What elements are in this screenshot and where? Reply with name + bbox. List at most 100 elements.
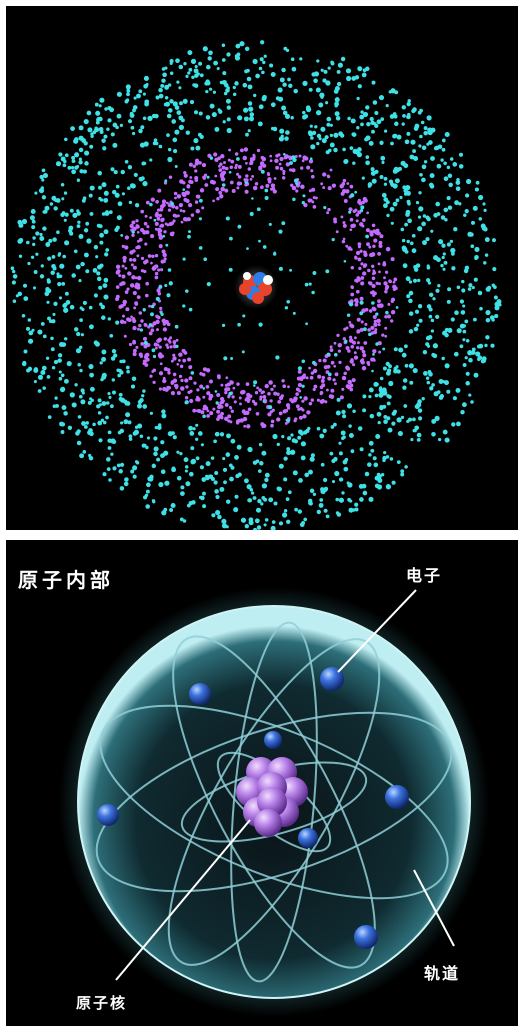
cloud-dot — [79, 368, 83, 373]
cloud-dot — [106, 457, 111, 462]
cloud-dot — [109, 107, 115, 113]
cloud-dot — [244, 181, 248, 185]
cloud-dot — [305, 105, 311, 111]
cloud-dot — [487, 285, 492, 290]
cloud-dot — [252, 153, 256, 157]
cloud-dot — [156, 343, 160, 347]
cloud-dot — [403, 191, 408, 196]
cloud-dot — [149, 411, 154, 415]
cloud-dot — [32, 286, 37, 290]
cloud-dot — [44, 205, 50, 211]
cloud-dot — [168, 222, 173, 226]
cloud-dot — [368, 394, 372, 399]
cloud-dot — [412, 428, 416, 433]
cloud-dot — [163, 366, 168, 372]
cloud-dot — [284, 154, 289, 159]
cloud-dot — [309, 198, 313, 202]
cloud-dot — [284, 306, 289, 310]
cloud-dot — [162, 199, 166, 203]
cloud-dot — [301, 159, 305, 163]
cloud-dot — [303, 396, 308, 401]
cloud-dot — [419, 172, 423, 177]
cloud-dot — [170, 391, 175, 396]
cloud-dot — [365, 228, 370, 233]
cloud-dot — [212, 90, 217, 94]
cloud-dot — [258, 322, 263, 327]
cloud-dot — [238, 396, 242, 400]
cloud-dot — [199, 134, 204, 140]
cloud-dot — [359, 114, 365, 120]
cloud-dot — [334, 97, 340, 103]
cloud-dot — [224, 166, 229, 171]
cloud-dot — [225, 376, 229, 380]
cloud-dot — [455, 180, 461, 185]
cloud-dot — [429, 173, 435, 179]
cloud-dot — [309, 456, 315, 462]
cloud-dot — [195, 423, 199, 427]
cloud-dot — [287, 385, 290, 389]
cloud-dot — [137, 275, 142, 281]
cloud-dot — [475, 180, 480, 185]
cloud-dot — [164, 84, 170, 90]
cloud-dot — [221, 58, 226, 62]
cloud-dot — [63, 309, 68, 313]
cloud-dot — [292, 470, 298, 476]
cloud-dot — [185, 74, 189, 78]
cloud-dot — [460, 409, 465, 415]
cloud-dot — [436, 163, 442, 169]
cloud-dot — [132, 325, 137, 331]
cloud-dot — [374, 123, 379, 128]
cloud-dot — [450, 247, 456, 254]
cloud-dot — [64, 291, 69, 296]
cloud-dot — [113, 353, 118, 358]
cloud-dot — [400, 160, 406, 166]
cloud-dot — [321, 138, 327, 144]
cloud-dot — [301, 399, 305, 403]
cloud-dot — [452, 162, 458, 167]
cloud-dot — [343, 159, 348, 164]
cloud-dot — [443, 260, 448, 265]
cloud-dot — [293, 396, 298, 401]
cloud-dot — [394, 121, 399, 127]
cloud-dot — [226, 117, 231, 122]
cloud-dot — [261, 450, 267, 456]
cloud-dot — [331, 480, 336, 484]
cloud-dot — [171, 359, 174, 363]
cloud-dot — [477, 290, 483, 296]
cloud-dot — [332, 378, 336, 382]
cloud-dot — [464, 319, 469, 324]
cloud-dot — [297, 369, 302, 374]
cloud-dot — [182, 98, 188, 104]
cloud-dot — [252, 527, 258, 530]
cloud-dot — [190, 146, 195, 151]
cloud-dot — [187, 357, 192, 362]
cloud-dot — [377, 262, 381, 266]
cloud-dot — [297, 429, 303, 435]
cloud-dot — [228, 148, 232, 152]
cloud-dot — [312, 205, 317, 209]
cloud-dot — [376, 303, 382, 308]
cloud-dot — [151, 463, 157, 469]
cloud-dot — [362, 264, 367, 268]
cloud-dot — [290, 116, 294, 120]
cloud-dot — [198, 246, 203, 250]
cloud-dot — [325, 101, 329, 105]
cloud-dot — [458, 164, 464, 169]
cloud-dot — [327, 372, 332, 377]
cloud-dot — [411, 108, 416, 114]
cloud-dot — [116, 463, 121, 468]
cloud-dot — [188, 162, 193, 167]
cloud-dot — [96, 223, 101, 228]
cloud-dot — [365, 234, 369, 239]
cloud-dot — [311, 187, 316, 192]
cloud-dot — [112, 390, 116, 395]
cloud-dot — [160, 268, 164, 272]
cloud-dot — [403, 404, 408, 408]
cloud-dot — [262, 400, 266, 403]
cloud-dot — [155, 199, 159, 204]
cloud-dot — [310, 169, 314, 173]
cloud-dot — [276, 392, 280, 396]
cloud-dot — [120, 169, 125, 175]
cloud-dot — [301, 408, 305, 412]
cloud-dot — [401, 352, 407, 358]
